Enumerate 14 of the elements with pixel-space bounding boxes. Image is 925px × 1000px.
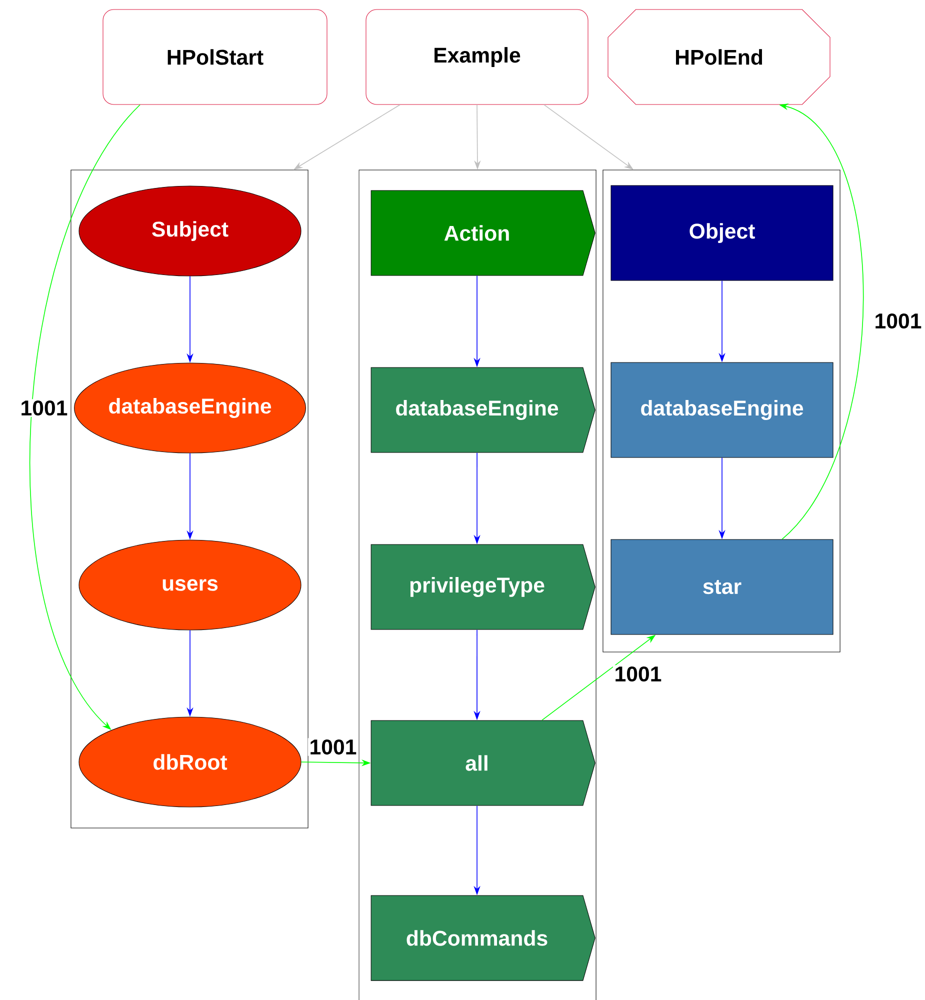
start-box: HPolStart [102,9,328,105]
group-frame [602,170,840,652]
edge-label: 1001 [612,665,664,683]
end-octagon: HPolEnd [608,9,830,105]
object-box: Object [610,185,834,281]
edge-label: 1001 [872,312,924,330]
root-box: Example [366,9,588,105]
edge-label: 1001 [308,738,358,756]
edge-label: 1001 [18,399,70,417]
group-frame [358,170,596,1000]
field-box: databaseEngine [610,362,834,458]
arrow [30,104,140,730]
field-box: star [610,539,834,635]
group-frame [70,170,308,828]
